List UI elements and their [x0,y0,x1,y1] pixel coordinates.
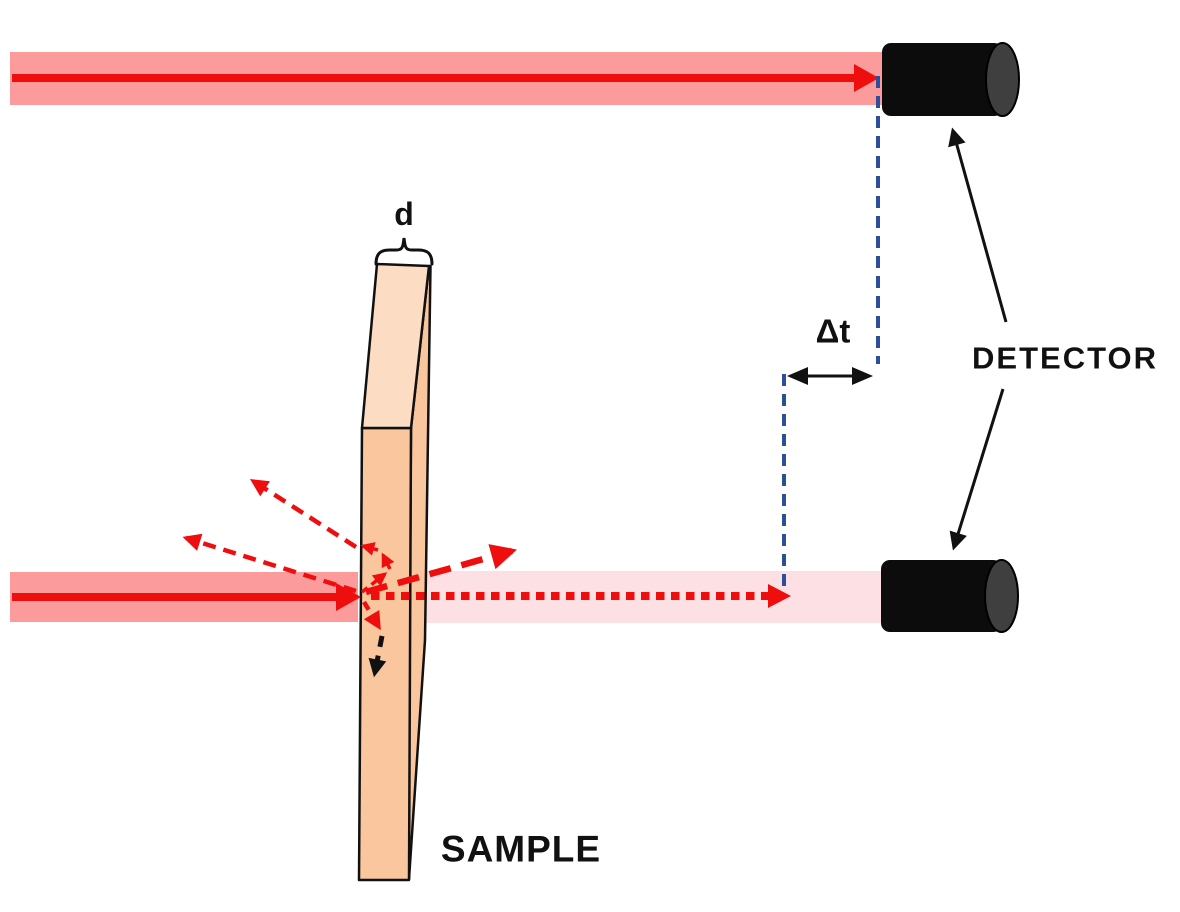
sample-slab [357,262,432,882]
downward-scatter-ray [362,600,381,631]
delta-t-arrow [787,367,873,385]
forward-scatter-ray [365,544,518,596]
sample-top-face [360,262,431,430]
transmitted-beam [371,584,791,608]
thickness-label: d [394,196,414,232]
top-beam-arrowhead [854,64,879,92]
detector-top [882,42,1020,117]
top-beam [12,64,879,92]
bottom-beam [12,583,361,611]
detector-pointer-top [948,127,1008,323]
thickness-brace [374,237,434,266]
detector-bottom-cap [984,559,1019,633]
sample-front-face [357,426,413,882]
transmitted-beam-glow [424,571,881,623]
scattered-rays [182,479,518,678]
sample-label: SAMPLE [440,828,602,870]
detector-bottom [881,559,1019,633]
backscatter-ray-steep [249,479,358,549]
backscatter-ray-shallow [182,533,357,594]
detector-label: DETECTOR [972,340,1158,376]
internal-scatter-segment-1 [360,572,388,594]
internal-scatter-segment-3 [360,542,379,556]
detector-pointer-bottom [949,388,1005,551]
detector-top-cap [985,42,1020,117]
absorbed-ray [368,635,387,678]
transmitted-beam-arrowhead [768,584,791,608]
bottom-beam-arrowhead [336,583,361,611]
time-delay-label: Δt [815,312,851,350]
internal-scatter-segment-2 [381,552,395,570]
